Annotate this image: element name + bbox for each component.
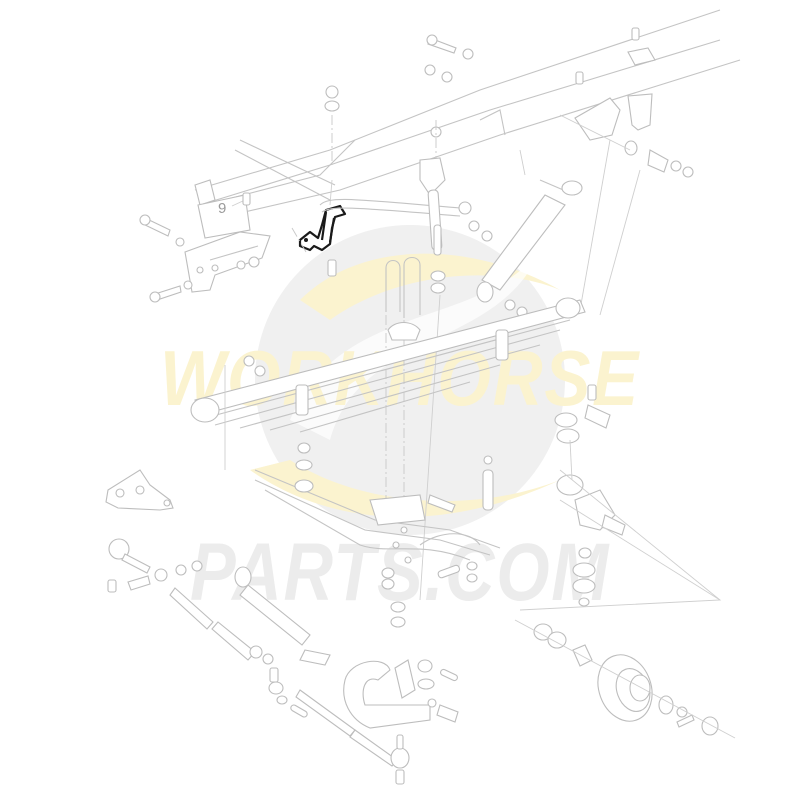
bolt-icon bbox=[242, 192, 251, 206]
spring-clip bbox=[295, 384, 309, 416]
hanger-bolt-upper bbox=[139, 214, 185, 247]
spring-hanger-bracket bbox=[184, 231, 271, 293]
spring-eye-front bbox=[190, 397, 220, 423]
leader-line bbox=[519, 469, 722, 611]
front-axle-beam bbox=[254, 469, 501, 564]
washer-icon bbox=[243, 355, 255, 367]
upper-nut-stack bbox=[324, 85, 442, 165]
hub-rotor bbox=[514, 619, 736, 739]
tie-rod-clamp-parts bbox=[268, 667, 308, 718]
axle-nut-stack bbox=[294, 442, 478, 628]
pitman-arm bbox=[343, 659, 459, 729]
idler-arm-bracket bbox=[105, 469, 174, 511]
washer-icon bbox=[236, 260, 246, 270]
leaf-spring bbox=[190, 297, 586, 433]
tie-rod-end-left bbox=[107, 538, 203, 593]
highlighted-bracket bbox=[298, 204, 347, 252]
shock-absorber bbox=[476, 179, 583, 318]
nut-icon bbox=[254, 365, 266, 377]
steering-knuckle bbox=[554, 384, 721, 607]
spring-clip bbox=[495, 329, 509, 361]
bracket-bolt-icon bbox=[327, 259, 337, 277]
frame-bolt-top bbox=[424, 34, 474, 83]
callout-label: 9 bbox=[218, 200, 226, 217]
rear-spring-hanger bbox=[559, 27, 694, 178]
tie-rod-tubes bbox=[169, 566, 398, 767]
hanger-bolt-lower bbox=[149, 280, 193, 303]
nut-icon bbox=[248, 256, 260, 268]
stabilizer-link bbox=[482, 455, 494, 511]
spring-clamp-plate bbox=[387, 321, 421, 341]
spring-eye-rear bbox=[555, 297, 581, 319]
tie-rod-end-right bbox=[390, 734, 410, 785]
